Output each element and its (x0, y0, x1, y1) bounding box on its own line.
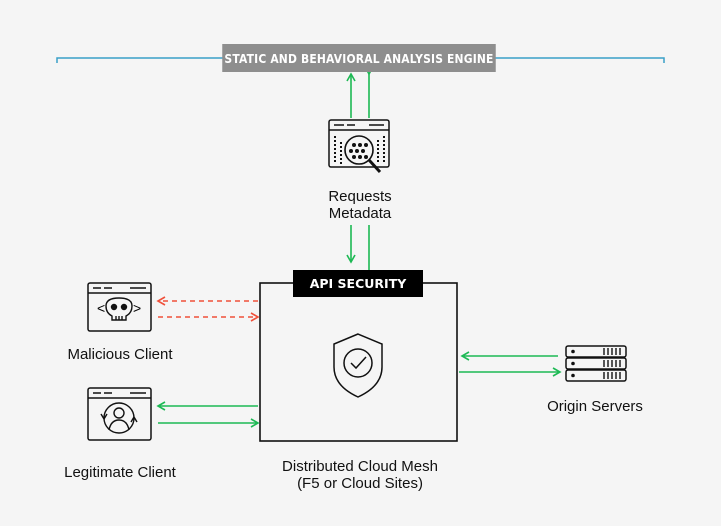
user-icon (100, 402, 138, 434)
requests-label-line2: Metadata (328, 205, 392, 222)
malicious-window (87, 282, 152, 332)
requests-label-line1: Requests (328, 188, 392, 205)
legitimate-window (87, 387, 152, 441)
mesh-label: Distributed Cloud Mesh (F5 or Cloud Site… (240, 458, 480, 492)
mesh-label-line1: Distributed Cloud Mesh (282, 458, 438, 475)
legitimate-client-label: Legitimate Client (64, 464, 176, 481)
malicious-flow-arrows (156, 296, 260, 322)
requests-metadata-label: Requests Metadata (300, 188, 420, 222)
malicious-client-label: Malicious Client (67, 346, 173, 363)
api-security-tab: API SECURITY (293, 270, 423, 297)
code-glyph-left: < (97, 300, 105, 316)
mesh-box (259, 282, 458, 442)
code-glyph-right: > (133, 300, 141, 316)
skull-icon (105, 297, 133, 321)
origin-servers-label: Origin Servers (547, 398, 643, 415)
origin-flow-arrows (459, 351, 562, 377)
engine-requests-arrows (346, 66, 374, 118)
legitimate-flow-arrows (156, 401, 260, 428)
requests-mesh-arrows (346, 225, 370, 272)
shield-check-icon (333, 333, 383, 398)
mesh-label-line2: (F5 or Cloud Sites) (297, 475, 423, 492)
engine-banner: STATIC AND BEHAVIORAL ANALYSIS ENGINE (222, 44, 496, 72)
magnifier-icon (344, 135, 382, 174)
server-stack-icon (565, 345, 627, 382)
analysis-window-icon (328, 119, 390, 168)
